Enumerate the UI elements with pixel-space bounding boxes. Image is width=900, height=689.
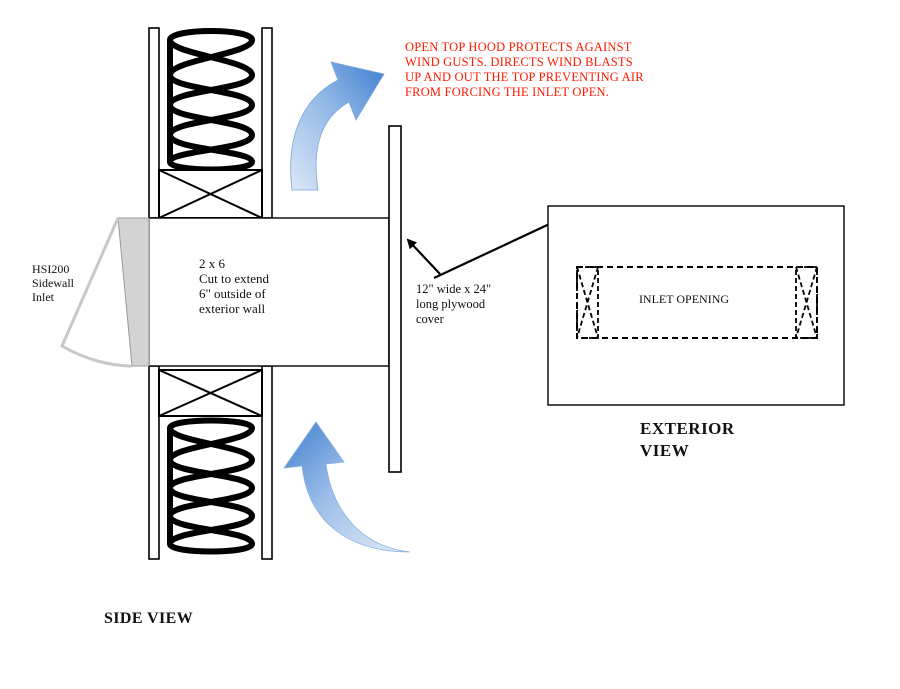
right-opening-block (795, 266, 818, 339)
upper-insulation (167, 28, 255, 173)
inlet-opening-label: INLET OPENING (638, 292, 730, 306)
lower-wall (148, 365, 273, 560)
hood-note: OPEN TOP HOOD PROTECTS AGAINST WIND GUST… (405, 40, 644, 99)
lower-insulation (167, 417, 255, 555)
upper-wall-inner-sheathing (148, 27, 160, 219)
lower-wall-outer-sheathing (261, 365, 273, 560)
two-by-six-board (148, 217, 390, 367)
lower-blocking (158, 369, 263, 417)
exterior-view (547, 205, 845, 406)
airflow-out-arrow (290, 61, 385, 191)
sidewall-inlet (60, 217, 150, 368)
lower-wall-inner-sheathing (148, 365, 160, 560)
left-opening-block (576, 266, 599, 339)
plywood-cover (388, 125, 402, 473)
side-view-title: SIDE VIEW (104, 610, 194, 627)
inlet-label: HSI200 Sidewall Inlet (32, 262, 74, 304)
cover-label: 12" wide x 24" long plywood cover (416, 282, 492, 326)
board-label: 2 x 6 Cut to extend 6" outside of exteri… (199, 256, 270, 316)
upper-wall (148, 27, 273, 219)
upper-blocking (158, 169, 263, 219)
cover-leader-arrows (406, 218, 560, 279)
airflow-in-arrow (283, 421, 411, 553)
exterior-view-title: EXTERIOR VIEW (640, 419, 735, 460)
upper-wall-outer-sheathing (261, 27, 273, 219)
